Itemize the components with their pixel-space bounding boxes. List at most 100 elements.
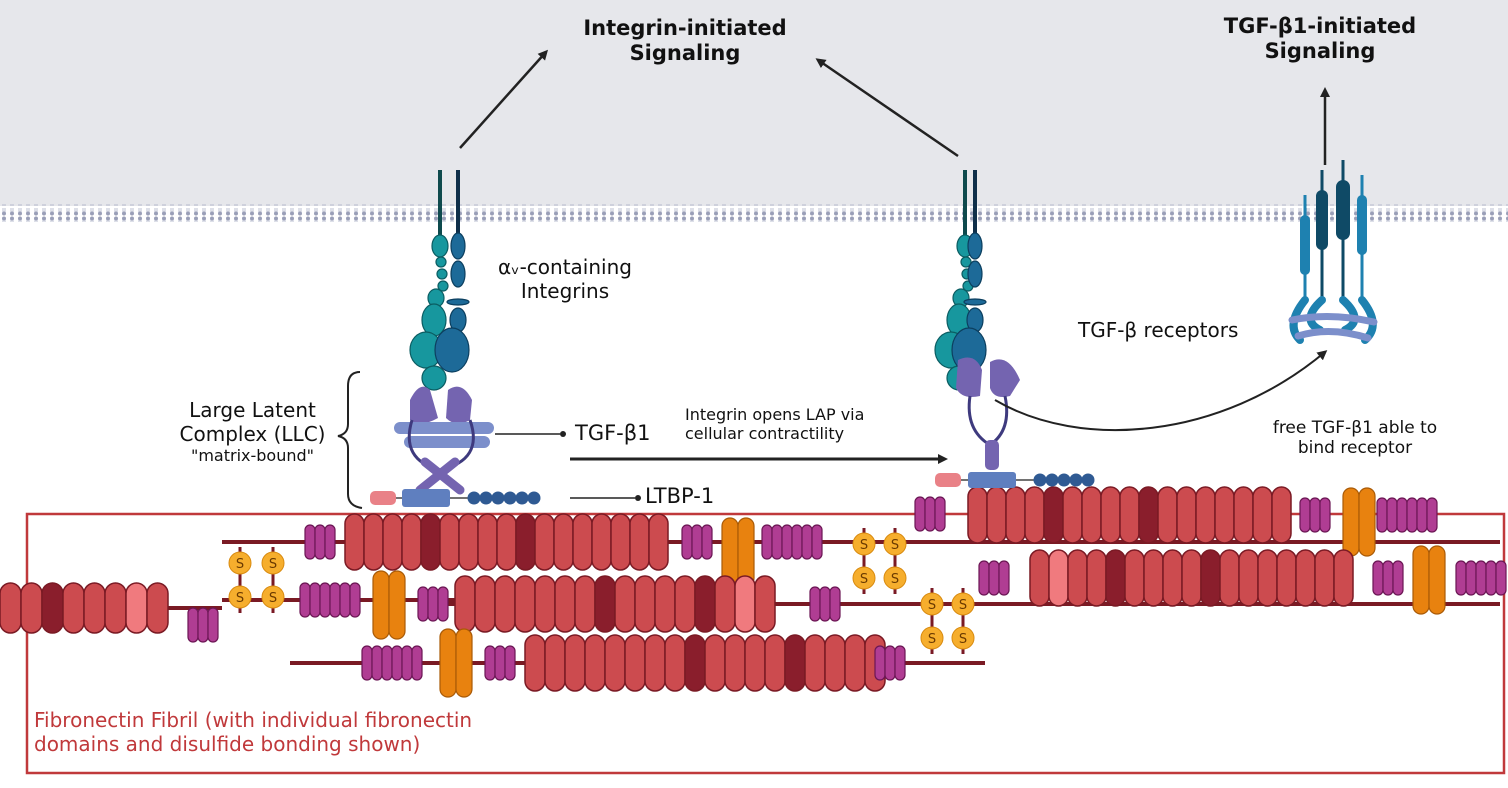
ltbp1-egf-bead: [527, 491, 541, 505]
fn-domain: [694, 575, 716, 633]
ltbp1-egf-bead: [479, 491, 493, 505]
fn-small-domain: [1396, 497, 1408, 533]
fn-domain: [1162, 549, 1183, 607]
fn-small-domain: [1372, 560, 1384, 596]
fn-domain: [1252, 486, 1273, 544]
ltbp1-right-blue: [968, 472, 1016, 488]
disulfide-label: S: [860, 572, 868, 587]
fn-domain: [454, 575, 476, 633]
fn-domain: [1238, 549, 1259, 607]
label-llc: Large Latent Complex (LLC) "matrix-bound…: [160, 398, 345, 465]
label-free-tgf: free TGF-β1 able to bind receptor: [1250, 418, 1460, 459]
fn-small-domain: [1406, 497, 1418, 533]
fn-small-domain: [304, 524, 316, 560]
fn-small-domain: [1299, 497, 1311, 533]
fn-domain: [401, 513, 422, 571]
fn-small-domain: [207, 607, 219, 643]
integrin-beta-domain: [967, 260, 983, 288]
fn-domain: [734, 575, 756, 633]
fn-small-domain: [1465, 560, 1477, 596]
integrin-beta-domain: [963, 298, 987, 306]
fn-small-domain: [484, 645, 496, 681]
disulfide-label: S: [236, 591, 244, 606]
ltbp1-egf-bead: [467, 491, 481, 505]
fn-domain: [146, 582, 169, 634]
disulfide-bond: [261, 585, 285, 609]
label-receptors: TGF-β receptors: [1078, 318, 1239, 342]
label-fibril-line2: domains and disulfide bonding shown): [34, 732, 421, 756]
tgfb1-dimer-bottom: [404, 436, 490, 448]
label-llc-line1: Large Latent: [189, 398, 316, 422]
fn-domain: [644, 634, 666, 692]
fn-domain: [125, 582, 148, 634]
fn-small-domain: [1386, 497, 1398, 533]
bound-tgfb1: [1288, 312, 1378, 342]
integrin-alpha-domain: [421, 365, 447, 391]
fn-domain: [664, 634, 686, 692]
arrow-integrin-signal-left: [459, 49, 549, 149]
fn-domain: [1024, 486, 1045, 544]
fn-domain: [1276, 549, 1297, 607]
fn-orange-domain: [439, 628, 457, 698]
fn-small-domain: [371, 645, 383, 681]
fn-small-domain: [494, 645, 506, 681]
fn-domain: [1043, 486, 1064, 544]
label-llc-line3: "matrix-bound": [190, 446, 315, 465]
fn-small-domain: [884, 645, 896, 681]
label-fibril-line1: Fibronectin Fibril (with individual fibr…: [34, 708, 473, 732]
fn-domain: [1295, 549, 1316, 607]
receptor-transmembrane: [1300, 215, 1310, 275]
label-free-tgf-line1: free TGF-β1 able to: [1272, 418, 1438, 438]
ltbp1-right-bead: [1033, 473, 1047, 487]
disulfide-bond: [852, 532, 876, 556]
fn-domain: [1067, 549, 1088, 607]
disulfide-bond: [920, 592, 944, 616]
fn-domain: [496, 513, 517, 571]
fn-domain: [744, 634, 766, 692]
receptor-transmembrane: [1316, 190, 1328, 250]
arrow-integrin-signal-right: [815, 58, 959, 158]
label-opens-lap: Integrin opens LAP via cellular contract…: [685, 405, 864, 443]
fn-domain: [572, 513, 593, 571]
integrin-beta-domain: [434, 327, 470, 373]
fn-domain: [724, 634, 746, 692]
fn-small-domain: [329, 582, 341, 618]
fn-small-domain: [874, 645, 886, 681]
fn-small-domain: [1455, 560, 1467, 596]
label-integrins-line1: αᵥ-containing: [498, 255, 632, 279]
fn-small-domain: [791, 524, 803, 560]
disulfide-bond: [883, 532, 907, 556]
fn-domain: [594, 575, 616, 633]
pointer-tgfb1-dot: [560, 431, 566, 437]
fn-domain: [1029, 549, 1050, 607]
ltbp1-right-pink: [935, 473, 961, 487]
fn-domain: [648, 513, 669, 571]
fn-domain: [1100, 486, 1121, 544]
fn-small-domain: [801, 524, 813, 560]
fn-domain: [62, 582, 85, 634]
fn-small-domain: [1495, 560, 1507, 596]
fn-domain: [986, 486, 1007, 544]
fn-small-domain: [1416, 497, 1428, 533]
title-tgf-signaling: TGF-β1-initiated Signaling: [1210, 14, 1430, 64]
fn-orange-domain: [455, 628, 473, 698]
fn-small-domain: [339, 582, 351, 618]
lap-open-arm-right: [990, 359, 1020, 397]
fn-small-domain: [504, 645, 516, 681]
fn-small-domain: [1426, 497, 1438, 533]
fn-domain: [754, 575, 776, 633]
fn-domain: [624, 634, 646, 692]
protein-complexes: [370, 160, 1378, 507]
fn-domain: [1143, 549, 1164, 607]
fn-domain: [844, 634, 866, 692]
disulfide-bond: [951, 592, 975, 616]
lap-arm-right: [446, 386, 472, 424]
fn-small-domain: [1309, 497, 1321, 533]
disulfide-bond: [228, 551, 252, 575]
title-tgf-line2: Signaling: [1264, 39, 1376, 64]
fn-orange-domain: [1342, 487, 1360, 557]
fn-domain: [1086, 549, 1107, 607]
fn-small-domain: [1382, 560, 1394, 596]
